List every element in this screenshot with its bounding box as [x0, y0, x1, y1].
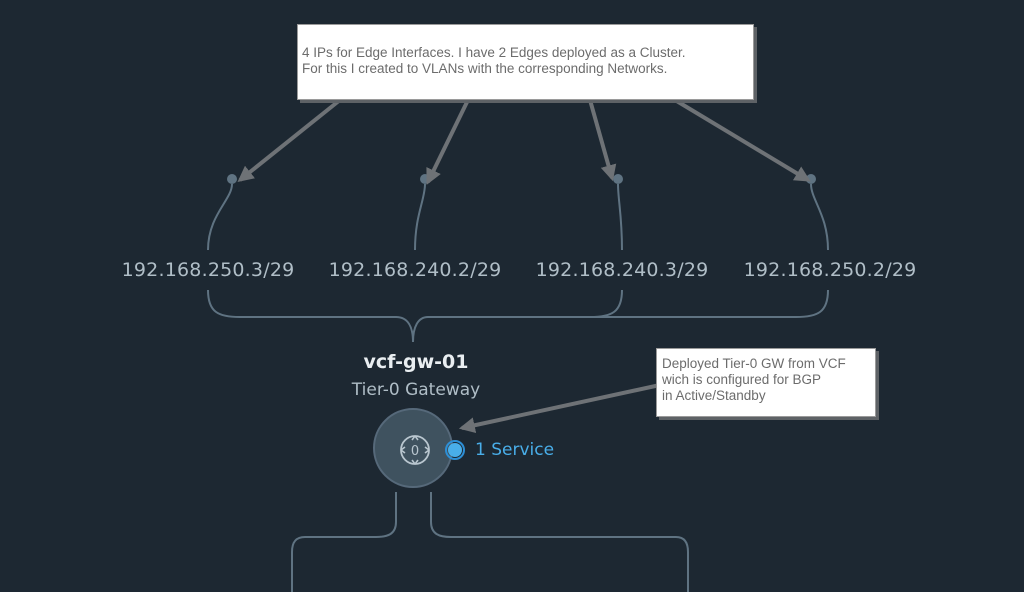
interface-link-3 — [617, 183, 623, 251]
interface-ip-label-4[interactable]: 192.168.250.2/29 — [743, 259, 917, 281]
callout-arrow-4 — [673, 98, 811, 182]
annotation-right-line-3: in Active/Standby — [662, 388, 766, 403]
interface-endpoint-1[interactable] — [227, 174, 237, 184]
annotation-callout-right: Deployed Tier-0 GW from VCF wich is conf… — [656, 348, 876, 417]
callout-arrow-1 — [237, 98, 342, 182]
service-status-icon — [445, 440, 465, 460]
gateway-name[interactable]: vcf-gw-01 — [363, 351, 469, 373]
interface-link-2 — [414, 183, 426, 251]
service-indicator[interactable]: 1 Service — [445, 437, 554, 463]
annotation-right-line-2: wich is configured for BGP — [662, 372, 822, 387]
callout-arrow-3 — [588, 99, 617, 182]
interface-ip-label-2[interactable]: 192.168.240.2/29 — [328, 259, 502, 281]
interface-ip-label-3[interactable]: 192.168.240.3/29 — [535, 259, 709, 281]
interface-endpoint-3[interactable] — [613, 174, 623, 184]
interface-link-1 — [207, 183, 233, 251]
router-icon: 0 — [400, 435, 430, 465]
uplink-bus — [207, 289, 414, 343]
downlink-left — [291, 492, 397, 592]
callout-arrow-2 — [426, 99, 470, 185]
annotation-top-line-1: 4 IPs for Edge Interfaces. I have 2 Edge… — [302, 45, 686, 60]
interface-ip-label-1[interactable]: 192.168.250.3/29 — [121, 259, 295, 281]
service-count-link[interactable]: 1 Service — [475, 440, 555, 460]
interface-link-4 — [810, 183, 829, 251]
gateway-node[interactable]: 0 — [373, 408, 453, 488]
annotation-top-line-2: For this I created to VLANs with the cor… — [302, 61, 668, 76]
svg-text:0: 0 — [411, 444, 419, 459]
callout-arrow-5 — [458, 383, 661, 434]
gateway-type: Tier-0 Gateway — [351, 380, 481, 400]
annotation-callout-top: 4 IPs for Edge Interfaces. I have 2 Edge… — [297, 24, 754, 100]
uplink-bus-3 — [590, 289, 829, 318]
uplink-bus-2 — [412, 289, 623, 343]
annotation-right-line-1: Deployed Tier-0 GW from VCF — [662, 356, 846, 371]
downlink-right — [430, 492, 689, 592]
